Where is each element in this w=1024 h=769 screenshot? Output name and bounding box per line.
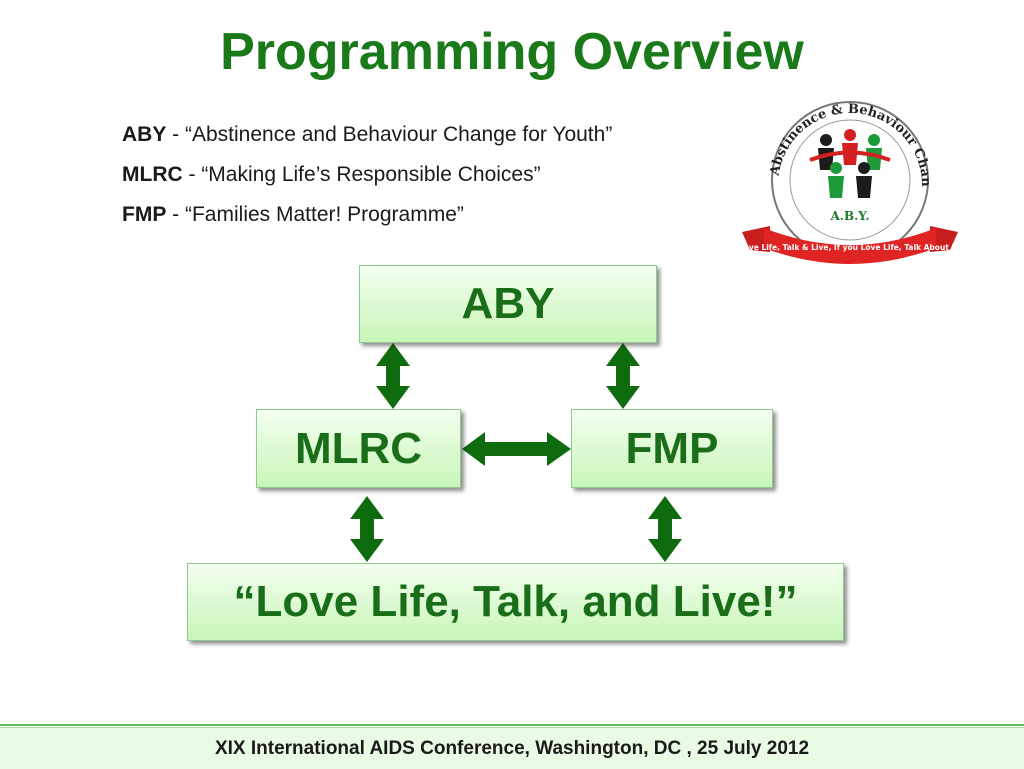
definition-mlrc: MLRC - “Making Life’s Responsible Choice…	[122, 160, 612, 200]
definition-abbr: ABY	[122, 123, 167, 146]
double-arrow-mlrc-fmp	[462, 432, 571, 466]
definition-abbr: MLRC	[122, 163, 183, 186]
definition-text: - “Making Life’s Responsible Choices”	[182, 163, 541, 186]
box-label: ABY	[461, 279, 555, 328]
double-arrow-mlrc-slogan	[350, 496, 384, 562]
definition-text: - “Abstinence and Behaviour Change for Y…	[166, 123, 613, 146]
definition-abbr: FMP	[122, 203, 167, 226]
double-arrow-aby-fmp	[606, 343, 640, 409]
definition-text: - “Families Matter! Programme”	[166, 203, 464, 226]
box-slogan: “Love Life, Talk, and Live!”	[187, 563, 844, 641]
slide-title: Programming Overview	[220, 23, 804, 81]
aby-logo: Abstinence & Behaviour Change for Youth …	[740, 90, 960, 264]
footer-text: XIX International AIDS Conference, Washi…	[214, 738, 810, 759]
logo-ribbon-text: Love Life, Talk & Live, If you Love Life…	[740, 243, 960, 252]
box-label: FMP	[625, 423, 719, 473]
footer-divider	[0, 724, 1024, 726]
definitions-list: ABY - “Abstinence and Behaviour Change f…	[122, 120, 612, 240]
box-label: “Love Life, Talk, and Live!”	[233, 577, 798, 626]
double-arrow-fmp-slogan	[648, 496, 682, 562]
logo-center-text: A.B.Y.	[829, 209, 869, 223]
box-mlrc: MLRC	[256, 409, 461, 488]
double-arrow-aby-mlrc	[376, 343, 410, 409]
people-icon	[809, 129, 891, 198]
footer: XIX International AIDS Conference, Washi…	[0, 727, 1024, 769]
box-fmp: FMP	[571, 409, 773, 488]
definition-fmp: FMP - “Families Matter! Programme”	[122, 200, 612, 240]
box-label: MLRC	[294, 423, 423, 473]
definition-aby: ABY - “Abstinence and Behaviour Change f…	[122, 120, 612, 160]
box-aby: ABY	[359, 265, 657, 343]
